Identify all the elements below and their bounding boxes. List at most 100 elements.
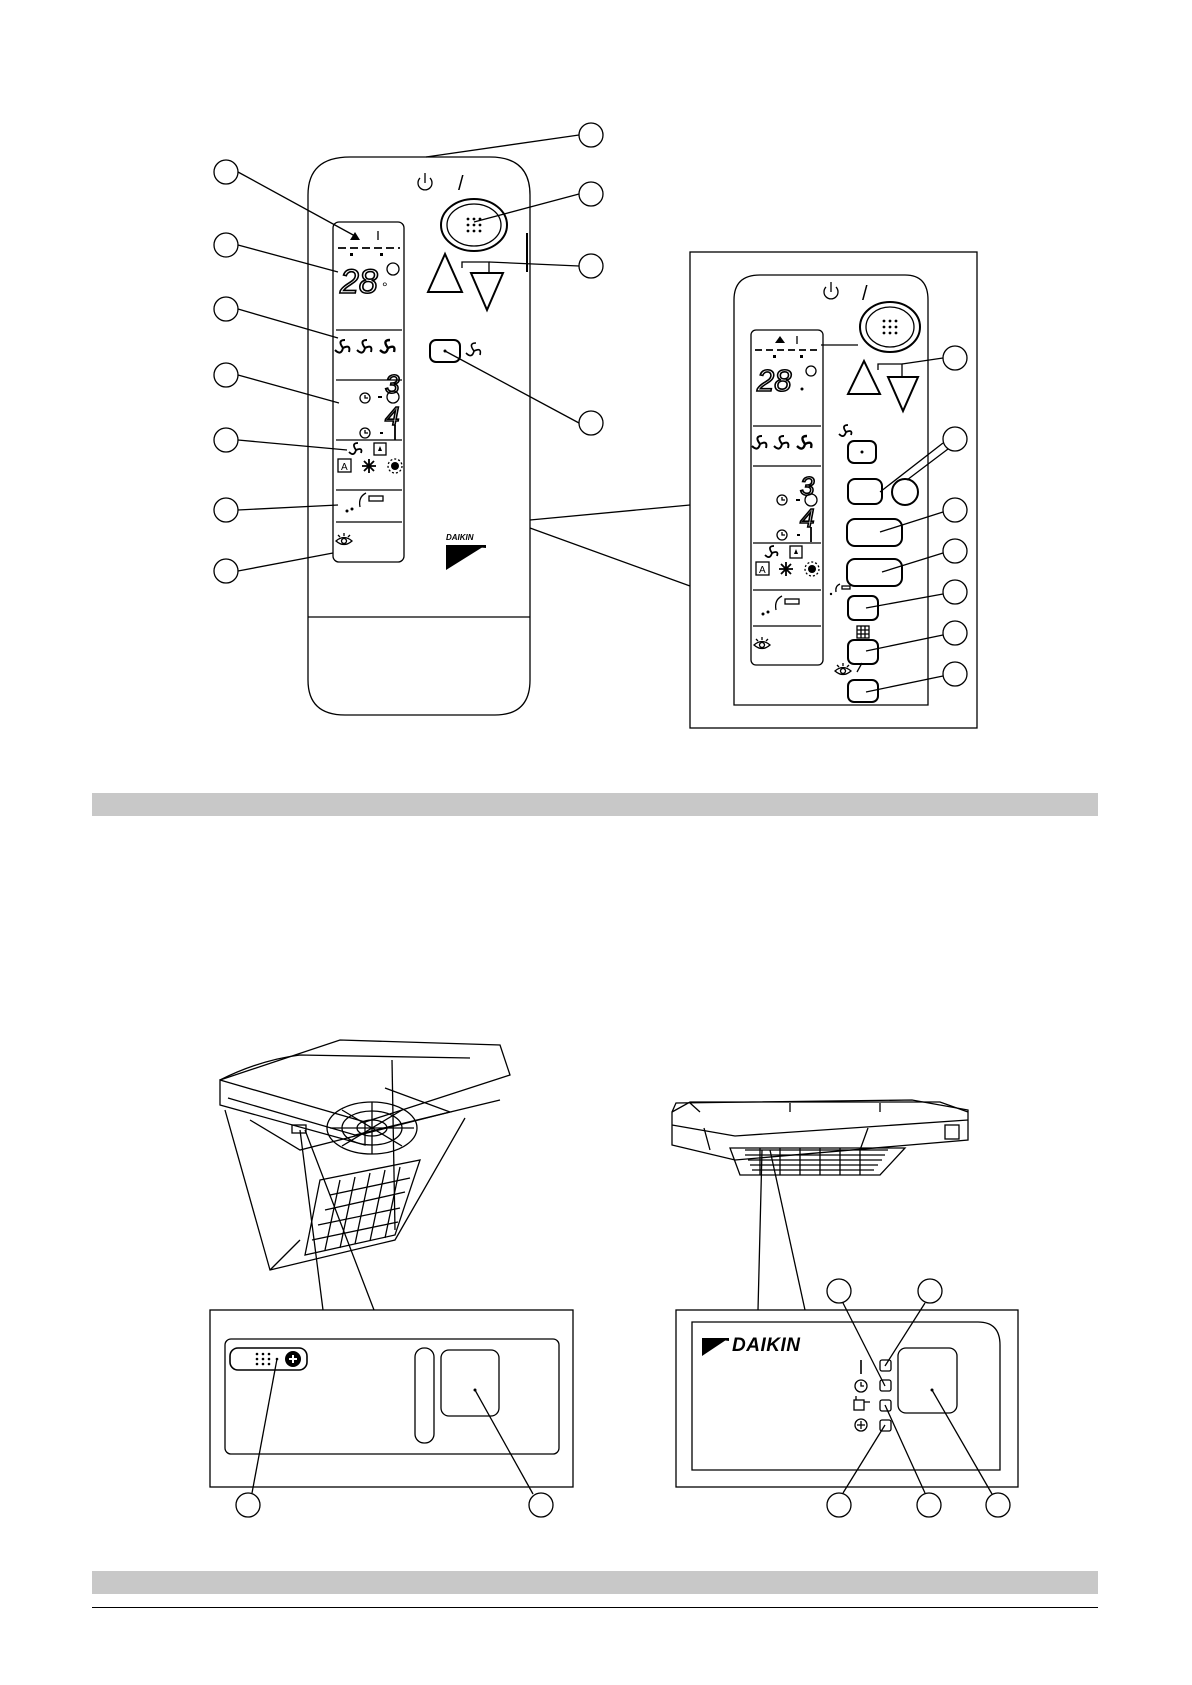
lcd-swing-indicator bbox=[338, 231, 400, 256]
expanded-timer-on: 3 bbox=[800, 471, 815, 501]
expanded-lcd-mode-icons: A bbox=[756, 546, 819, 576]
section-bar bbox=[92, 793, 1098, 816]
power-icon bbox=[824, 282, 838, 299]
callout-marker bbox=[214, 428, 238, 452]
expanded-timer-off: 4 bbox=[800, 503, 814, 533]
callout-marker bbox=[214, 498, 238, 522]
callout-marker bbox=[579, 254, 603, 278]
grid-dots-icon bbox=[467, 218, 482, 233]
callout-marker bbox=[918, 1279, 942, 1303]
fan-icon bbox=[335, 340, 349, 353]
daikin-logo-mark bbox=[702, 1338, 729, 1356]
section-bar bbox=[92, 1571, 1098, 1594]
lcd-temperature: 28 bbox=[339, 263, 378, 301]
expanded-swing-button[interactable] bbox=[848, 596, 878, 620]
dry-mode-icon bbox=[374, 443, 386, 455]
swing-small-icon bbox=[830, 584, 850, 595]
remote-control: / bbox=[308, 157, 530, 715]
dry-mode-icon bbox=[790, 546, 802, 558]
sun-icon bbox=[388, 459, 402, 473]
expanded-round-button[interactable] bbox=[892, 479, 918, 505]
timer-icon bbox=[360, 393, 370, 403]
fan-icon bbox=[466, 343, 480, 356]
lcd-degree: ° bbox=[382, 279, 388, 295]
svg-text:DAIKIN: DAIKIN bbox=[446, 533, 474, 542]
expanded-timer-on-button[interactable] bbox=[847, 519, 902, 546]
fan-icon bbox=[774, 436, 788, 449]
svg-text:A: A bbox=[341, 462, 348, 473]
snowflake-icon bbox=[362, 459, 376, 473]
callout-marker bbox=[943, 346, 967, 370]
fan-icon bbox=[349, 443, 361, 454]
expanded-remote-panel: / 28 bbox=[690, 252, 977, 728]
snowflake-icon bbox=[779, 562, 793, 576]
on-off-button[interactable] bbox=[441, 199, 507, 251]
grid-dots-icon bbox=[883, 320, 898, 335]
plus-circle-icon bbox=[285, 1351, 301, 1367]
expanded-filter-button[interactable] bbox=[848, 640, 878, 664]
expanded-lcd-swing-louver-icon bbox=[762, 596, 800, 616]
expanded-on-off-button[interactable] bbox=[860, 302, 920, 352]
expanded-power-slash: / bbox=[862, 283, 868, 305]
expanded-lcd-swing-indicator bbox=[755, 336, 858, 358]
power-slash: / bbox=[458, 173, 464, 195]
grid-icon bbox=[857, 626, 869, 638]
fan-icon bbox=[357, 340, 371, 353]
slot-opening bbox=[415, 1348, 434, 1443]
receiver-panel-right bbox=[676, 1279, 1018, 1517]
callout-marker bbox=[214, 363, 238, 387]
expanded-lcd-fan-icons bbox=[752, 436, 811, 449]
fan-icon bbox=[797, 436, 811, 449]
expanded-timer-off-button[interactable] bbox=[847, 559, 902, 586]
callout-marker bbox=[986, 1493, 1010, 1517]
timer-off-hours: 4 bbox=[385, 401, 399, 431]
callout-marker bbox=[214, 559, 238, 583]
eye-icon bbox=[835, 663, 851, 675]
footer-rule bbox=[92, 1607, 1098, 1608]
fan-icon bbox=[380, 340, 394, 353]
power-icon bbox=[418, 173, 432, 190]
callout-marker bbox=[827, 1279, 851, 1303]
callout-marker bbox=[943, 580, 967, 604]
auto-mode-icon: A bbox=[756, 562, 769, 576]
callout-marker bbox=[827, 1493, 851, 1517]
fan-icon bbox=[765, 546, 777, 557]
receiver-window bbox=[441, 1350, 499, 1416]
temp-up-button[interactable] bbox=[428, 254, 462, 292]
fan-icon bbox=[839, 425, 851, 436]
expanded-temp-down-button[interactable] bbox=[888, 377, 918, 411]
eye-icon bbox=[336, 533, 352, 545]
lcd-mode-icons: A bbox=[338, 443, 402, 473]
indoor-unit-open-illustration bbox=[220, 1040, 510, 1310]
expanded-lcd-timer: 3 4 bbox=[777, 471, 817, 542]
expanded-powerful-button[interactable] bbox=[848, 479, 882, 504]
filter-cleaning-icon bbox=[854, 1396, 870, 1410]
timer-icon bbox=[360, 428, 370, 438]
svg-text:A: A bbox=[759, 565, 766, 576]
receiver-panel-left bbox=[210, 1310, 573, 1517]
temp-down-button[interactable] bbox=[471, 273, 503, 310]
callout-marker bbox=[943, 621, 967, 645]
zoom-line bbox=[530, 505, 690, 586]
expanded-fan-button[interactable] bbox=[848, 441, 876, 463]
timer-icon bbox=[855, 1380, 867, 1392]
eye-icon bbox=[754, 637, 770, 649]
expanded-temp-up-button[interactable] bbox=[848, 361, 880, 394]
timer-icon bbox=[777, 530, 787, 540]
callout-marker bbox=[579, 182, 603, 206]
lamp-indicator bbox=[880, 1380, 891, 1391]
auto-mode-icon: A bbox=[338, 459, 351, 473]
indoor-unit-closed-illustration bbox=[672, 1100, 968, 1310]
receiver-window bbox=[898, 1348, 957, 1413]
fan-icon bbox=[752, 436, 766, 449]
callout-marker bbox=[214, 297, 238, 321]
daikin-brand-text: DAIKIN bbox=[732, 1335, 800, 1357]
remote-callouts bbox=[214, 123, 603, 583]
callout-marker bbox=[579, 123, 603, 147]
sun-icon bbox=[805, 562, 819, 576]
timer-icon bbox=[777, 495, 787, 505]
lcd-fan-speed-icons bbox=[335, 340, 394, 353]
callout-marker bbox=[214, 160, 238, 184]
lcd-mode-badge-icon bbox=[387, 263, 399, 275]
